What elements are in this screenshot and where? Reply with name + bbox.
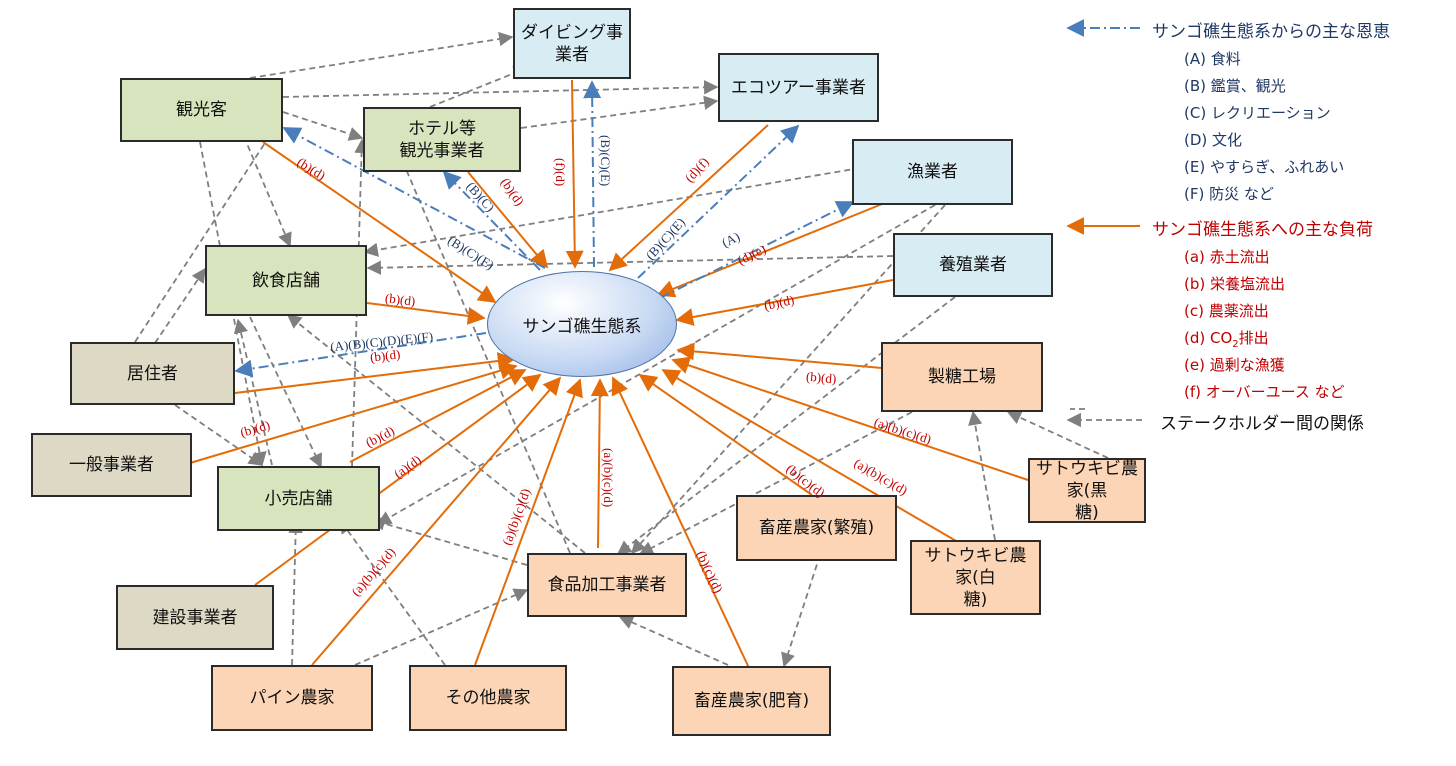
relation-arrow <box>631 204 946 555</box>
relation-arrow <box>363 167 861 257</box>
node-construction: 建設事業者 <box>116 585 274 650</box>
relation-arrows <box>134 31 1109 668</box>
relation-arrow <box>386 125 571 554</box>
legend-load-item: (f) オーバーユース など <box>1184 383 1345 401</box>
relation-arrow <box>370 516 528 566</box>
load-arrow <box>189 361 518 464</box>
relation-arrow <box>282 80 719 98</box>
label-food-load: (a)(b)(c)(d) <box>601 448 616 508</box>
legend-co2-text: (d) CO <box>1184 329 1233 347</box>
legend-benefit-item: (E) やすらぎ、ふれあい <box>1184 158 1345 176</box>
node-sugarcane-brown-sugar: サトウキビ農家(黒 糖) <box>1028 458 1146 523</box>
relation-arrow <box>618 615 729 666</box>
relation-arrow <box>239 126 292 248</box>
benefit-arrow <box>282 127 546 269</box>
relation-arrow <box>282 111 364 141</box>
relation-arrow <box>286 314 586 554</box>
legend-co2-tail: 排出 <box>1238 329 1269 347</box>
benefit-arrow <box>234 332 487 378</box>
legend-load-item: (b) 栄養塩流出 <box>1184 275 1285 293</box>
node-pineapple-farmers: パイン農家 <box>211 665 373 731</box>
relation-arrow <box>354 588 529 666</box>
node-sugar-factory: 製糖工場 <box>881 342 1043 412</box>
node-ecotour-operators: エコツアー事業者 <box>718 53 879 122</box>
legend-benefit-item: (C) レクリエーション <box>1184 104 1331 122</box>
relation-arrow <box>249 31 514 79</box>
load-arrow <box>262 141 497 304</box>
load-arrow <box>565 79 584 269</box>
legend-benefit-item: (A) 食料 <box>1184 50 1241 68</box>
legend-symbols <box>1066 19 1142 428</box>
node-restaurants: 飲食店舗 <box>205 245 367 316</box>
legend-benefit-item: (D) 文化 <box>1184 131 1243 149</box>
load-arrow <box>254 373 542 586</box>
relation-arrow <box>154 267 206 344</box>
legend-benefit-item: (B) 鑑賞、観光 <box>1184 77 1286 95</box>
load-arrow <box>311 376 562 666</box>
label-sugar-factory-load: (b)(d) <box>805 368 837 387</box>
node-livestock-breeding: 畜産農家(繁殖) <box>736 495 897 561</box>
node-aquaculture: 養殖業者 <box>893 233 1053 297</box>
node-food-processing: 食品加工事業者 <box>527 553 687 617</box>
coral-reef-ecosystem-node: サンゴ礁生態系 <box>487 271 677 377</box>
load-arrow <box>467 171 549 269</box>
node-livestock-fattening: 畜産農家(肥育) <box>672 666 831 736</box>
load-arrow <box>608 124 769 272</box>
benefit-arrow <box>659 201 855 299</box>
benefit-arrow <box>442 170 541 271</box>
load-arrow <box>676 342 883 369</box>
legend-benefits-title: サンゴ礁生態系からの主な恩恵 <box>1152 22 1390 42</box>
load-arrow <box>366 302 486 325</box>
relation-arrow <box>429 66 529 108</box>
label-diving-load: (f)(d) <box>553 158 568 187</box>
node-general-businesses: 一般事業者 <box>31 433 192 497</box>
coral-reef-ecosystem-label: サンゴ礁生態系 <box>522 316 642 337</box>
legend-relation-title: ステークホルダー間の関係 <box>1160 414 1364 434</box>
relation-arrow <box>288 518 303 666</box>
relation-arrow <box>616 296 956 555</box>
load-arrow <box>474 378 583 666</box>
legend-benefit-item: (F) 防災 など <box>1184 185 1274 203</box>
legend-load-item-co2: (d) CO2排出 <box>1184 327 1269 350</box>
node-retail-stores: 小売店舗 <box>217 466 380 531</box>
legend-loads-title: サンゴ礁生態系への主な負荷 <box>1152 220 1373 240</box>
relation-arrow <box>174 404 264 466</box>
load-arrow <box>675 279 894 326</box>
relation-arrow <box>781 554 821 668</box>
label-diving-benefit: (B)(C)(E) <box>598 135 613 187</box>
load-arrow <box>234 352 516 394</box>
relation-arrow <box>376 204 936 525</box>
legend-load-item: (e) 過剰な漁獲 <box>1184 356 1285 374</box>
legend-load-item: (c) 農薬流出 <box>1184 302 1269 320</box>
benefit-arrow <box>583 80 602 268</box>
node-diving-operators: ダイビング事業者 <box>513 8 631 79</box>
legend-load-item: (a) 赤土流出 <box>1184 248 1270 266</box>
load-arrow <box>661 369 964 546</box>
benefit-arrow <box>637 124 800 279</box>
load-arrow <box>638 373 813 496</box>
benefit-arrows <box>234 80 855 378</box>
load-arrow <box>671 356 1029 481</box>
node-tourists: 観光客 <box>120 78 283 142</box>
load-arrow <box>611 376 750 669</box>
relation-arrow <box>968 410 996 541</box>
load-arrow <box>590 378 609 549</box>
relation-arrow <box>366 255 894 275</box>
node-fishers: 漁業者 <box>852 139 1013 205</box>
load-arrows <box>189 79 1029 669</box>
relation-arrow <box>1006 410 1109 459</box>
node-hotels-tourism: ホテル等 観光事業者 <box>363 107 521 172</box>
node-sugarcane-white-sugar: サトウキビ農家(白 糖) <box>910 540 1041 615</box>
node-residents: 居住者 <box>70 342 235 405</box>
load-arrow <box>349 369 527 463</box>
node-other-farmers: その他農家 <box>409 665 567 731</box>
legend-co2-subscript: 2 <box>1232 339 1239 350</box>
relation-arrow <box>134 118 281 343</box>
relation-arrow <box>249 316 322 469</box>
relation-arrow <box>520 95 719 129</box>
load-arrow <box>656 201 888 298</box>
